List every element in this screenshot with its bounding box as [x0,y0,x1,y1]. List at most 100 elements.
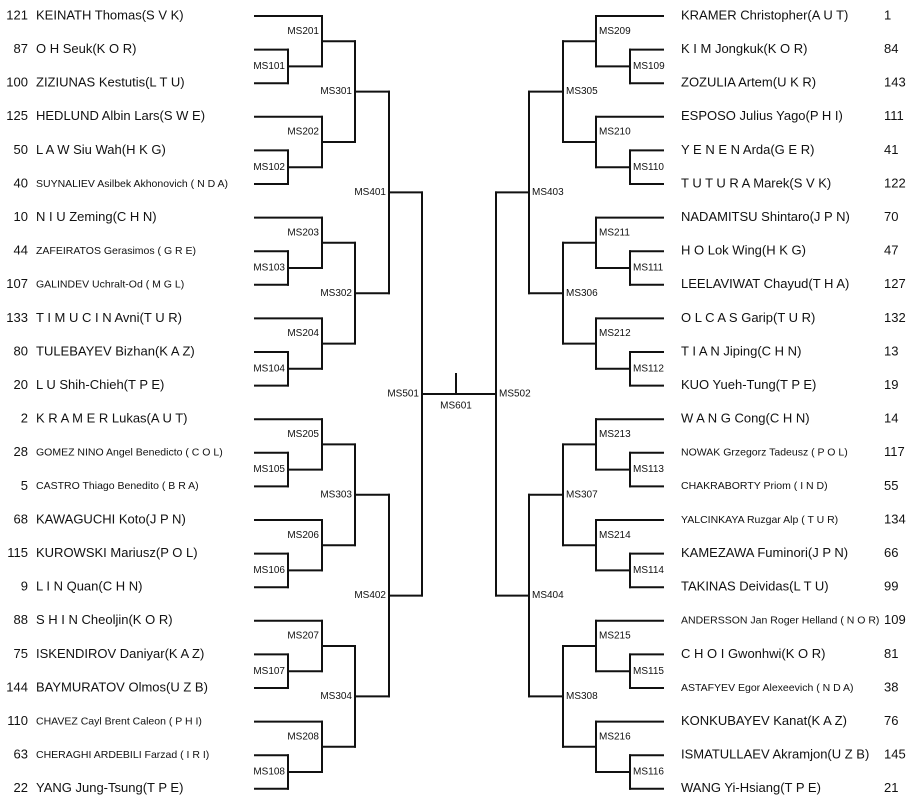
left-player-name: S H I N Cheoljin(K O R) [36,612,173,627]
right-player-seed: 145 [884,747,906,762]
right-match-code: MS216 [599,731,631,742]
right-match-code: MS111 [633,263,664,274]
left-player-seed: 20 [14,377,28,392]
right-player-seed: 66 [884,545,898,560]
left-match-code: MS105 [253,464,285,475]
right-player-name: NOWAK Grzegorz Tadeusz ( P O L) [681,447,848,459]
left-match-code: MS201 [287,26,319,37]
right-player-name: YALCINKAYA Ruzgar Alp ( T U R) [681,514,838,526]
right-player-seed: 132 [884,310,906,325]
left-player-name: KAWAGUCHI Koto(J P N) [36,511,186,526]
right-player-seed: 1 [884,7,891,22]
right-player-seed: 47 [884,243,898,258]
left-player-name: KEINATH Thomas(S V K) [36,7,184,22]
left-match-code: MS208 [287,731,319,742]
right-player-seed: 13 [884,343,898,358]
left-player-name: L I N Quan(C H N) [36,579,142,594]
left-player-seed: 63 [14,747,28,762]
left-match-code: MS304 [320,691,352,702]
right-player-seed: 117 [884,444,905,459]
left-match-code: MS401 [354,187,386,198]
right-player-name: W A N G Cong(C H N) [681,411,810,426]
left-player-seed: 107 [6,276,28,291]
left-player-name: N I U Zeming(C H N) [36,209,157,224]
left-player-seed: 44 [14,243,28,258]
right-match-code: MS209 [599,26,631,37]
left-player-seed: 121 [6,7,28,22]
left-player-seed: 110 [7,713,28,728]
final-match-code: MS601 [440,401,472,412]
left-player-seed: 68 [14,511,28,526]
semifinal-match-code: MS502 [499,389,531,400]
right-match-code: MS210 [599,127,631,138]
right-match-code: MS404 [532,590,564,601]
left-player-name: ISKENDIROV Daniyar(K A Z) [36,646,204,661]
right-player-seed: 127 [884,276,906,291]
left-player-name: ZAFEIRATOS Gerasimos ( G R E) [36,245,196,257]
right-player-seed: 84 [884,41,898,56]
right-match-code: MS215 [599,631,631,642]
right-player-name: K I M Jongkuk(K O R) [681,41,807,56]
right-player-name: WANG Yi-Hsiang(T P E) [681,780,821,795]
left-player-name: BAYMURATOV Olmos(U Z B) [36,679,208,694]
right-player-seed: 41 [884,142,898,157]
left-player-name: L U Shih-Chieh(T P E) [36,377,164,392]
left-match-code: MS204 [287,328,319,339]
left-player-seed: 10 [14,209,28,224]
left-match-code: MS102 [253,162,285,173]
right-player-name: T U T U R A Marek(S V K) [681,175,831,190]
left-match-code: MS107 [253,666,285,677]
left-match-code: MS104 [253,363,285,374]
left-match-code: MS101 [253,61,285,72]
right-player-name: O L C A S Garip(T U R) [681,310,815,325]
left-player-name: YANG Jung-Tsung(T P E) [36,780,183,795]
right-match-code: MS110 [633,162,664,173]
left-player-name: TULEBAYEV Bizhan(K A Z) [36,343,195,358]
right-match-code: MS306 [566,288,598,299]
left-player-seed: 144 [6,679,28,694]
left-match-code: MS108 [253,767,285,778]
right-player-name: KONKUBAYEV Kanat(K A Z) [681,713,847,728]
right-player-seed: 21 [884,780,898,795]
left-match-code: MS302 [320,288,352,299]
right-match-code: MS109 [633,61,665,72]
left-player-seed: 133 [6,310,28,325]
left-player-seed: 75 [14,646,28,661]
left-player-seed: 88 [14,612,28,627]
left-match-code: MS203 [287,227,319,238]
right-player-name: ISMATULLAEV Akramjon(U Z B) [681,747,869,762]
left-player-name: T I M U C I N Avni(T U R) [36,310,182,325]
right-match-code: MS211 [599,227,630,238]
right-match-code: MS305 [566,86,598,97]
left-match-code: MS206 [287,530,319,541]
right-match-code: MS212 [599,328,631,339]
right-player-name: Y E N E N Arda(G E R) [681,142,814,157]
left-match-code: MS103 [253,263,285,274]
right-player-name: ZOZULIA Artem(U K R) [681,75,816,90]
right-player-name: NADAMITSU Shintaro(J P N) [681,209,850,224]
right-player-name: KUO Yueh-Tung(T P E) [681,377,816,392]
right-match-code: MS114 [633,565,664,576]
right-player-name: C H O I Gwonhwi(K O R) [681,646,825,661]
left-player-seed: 5 [21,478,28,493]
left-player-name: CHERAGHI ARDEBILI Farzad ( I R I) [36,749,209,761]
left-player-seed: 9 [21,579,28,594]
right-player-name: KAMEZAWA Fuminori(J P N) [681,545,848,560]
right-player-seed: 55 [884,478,898,493]
left-player-seed: 87 [14,41,28,56]
left-player-seed: 80 [14,343,28,358]
right-match-code: MS308 [566,691,598,702]
right-player-seed: 14 [884,411,898,426]
right-player-seed: 111 [884,108,904,123]
left-player-name: CHAVEZ Cayl Brent Caleon ( P H I) [36,715,202,727]
left-player-name: KUROWSKI Mariusz(P O L) [36,545,198,560]
right-player-seed: 70 [884,209,898,224]
right-player-name: ASTAFYEV Egor Alexeevich ( N D A) [681,682,854,694]
right-player-seed: 134 [884,511,906,526]
right-player-seed: 143 [884,75,906,90]
left-player-name: O H Seuk(K O R) [36,41,136,56]
left-player-name: ZIZIUNAS Kestutis(L T U) [36,75,185,90]
right-player-seed: 76 [884,713,898,728]
right-player-seed: 122 [884,175,906,190]
left-match-code: MS402 [354,590,386,601]
